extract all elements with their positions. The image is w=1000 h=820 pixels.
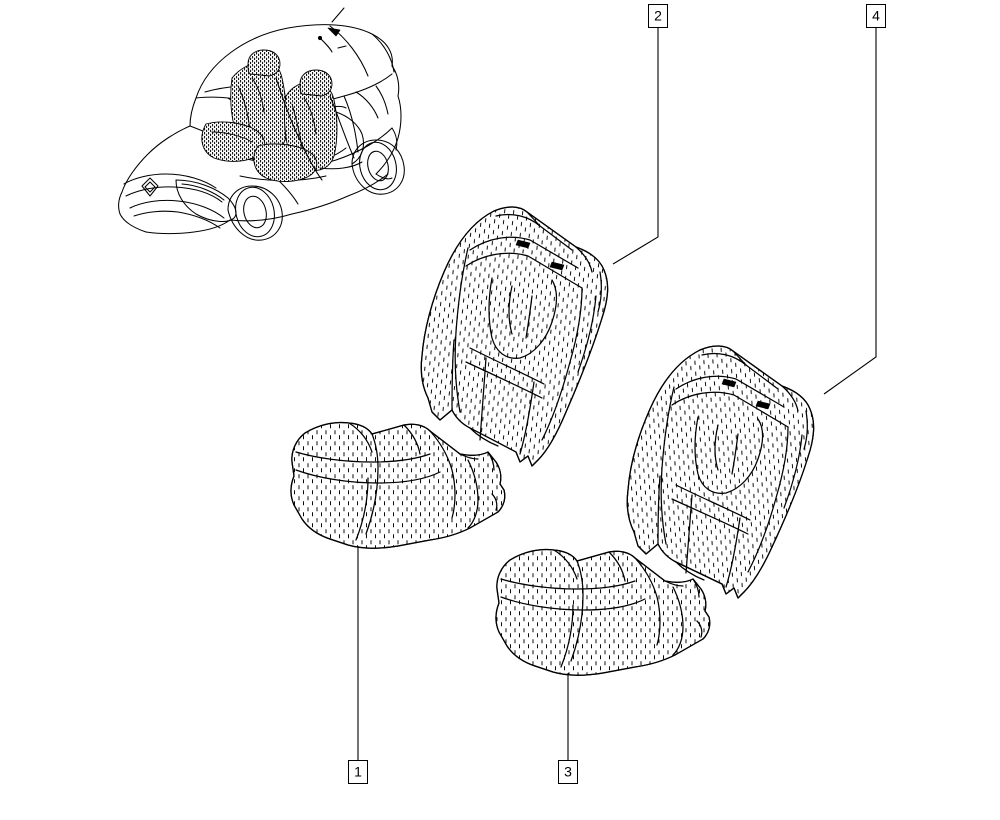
leader-line-2 [612, 28, 659, 265]
callout-number-1: 1 [354, 763, 362, 780]
callout-number-3: 3 [564, 763, 572, 780]
callout-box-3[interactable]: 3 [558, 760, 578, 784]
callout-box-2[interactable]: 2 [648, 4, 668, 28]
callout-leader-lines [357, 28, 877, 760]
seat-back-right [626, 345, 815, 599]
leader-line-4 [823, 28, 877, 395]
seat-cushion-right [495, 548, 711, 676]
callout-box-1[interactable]: 1 [348, 760, 368, 784]
seat-back-left [420, 206, 609, 467]
vehicle-locator-illustration [118, 7, 405, 241]
seat-cushion-left [290, 421, 506, 549]
callout-box-4[interactable]: 4 [866, 4, 886, 28]
callout-number-4: 4 [872, 7, 880, 24]
callout-number-2: 2 [654, 7, 662, 24]
